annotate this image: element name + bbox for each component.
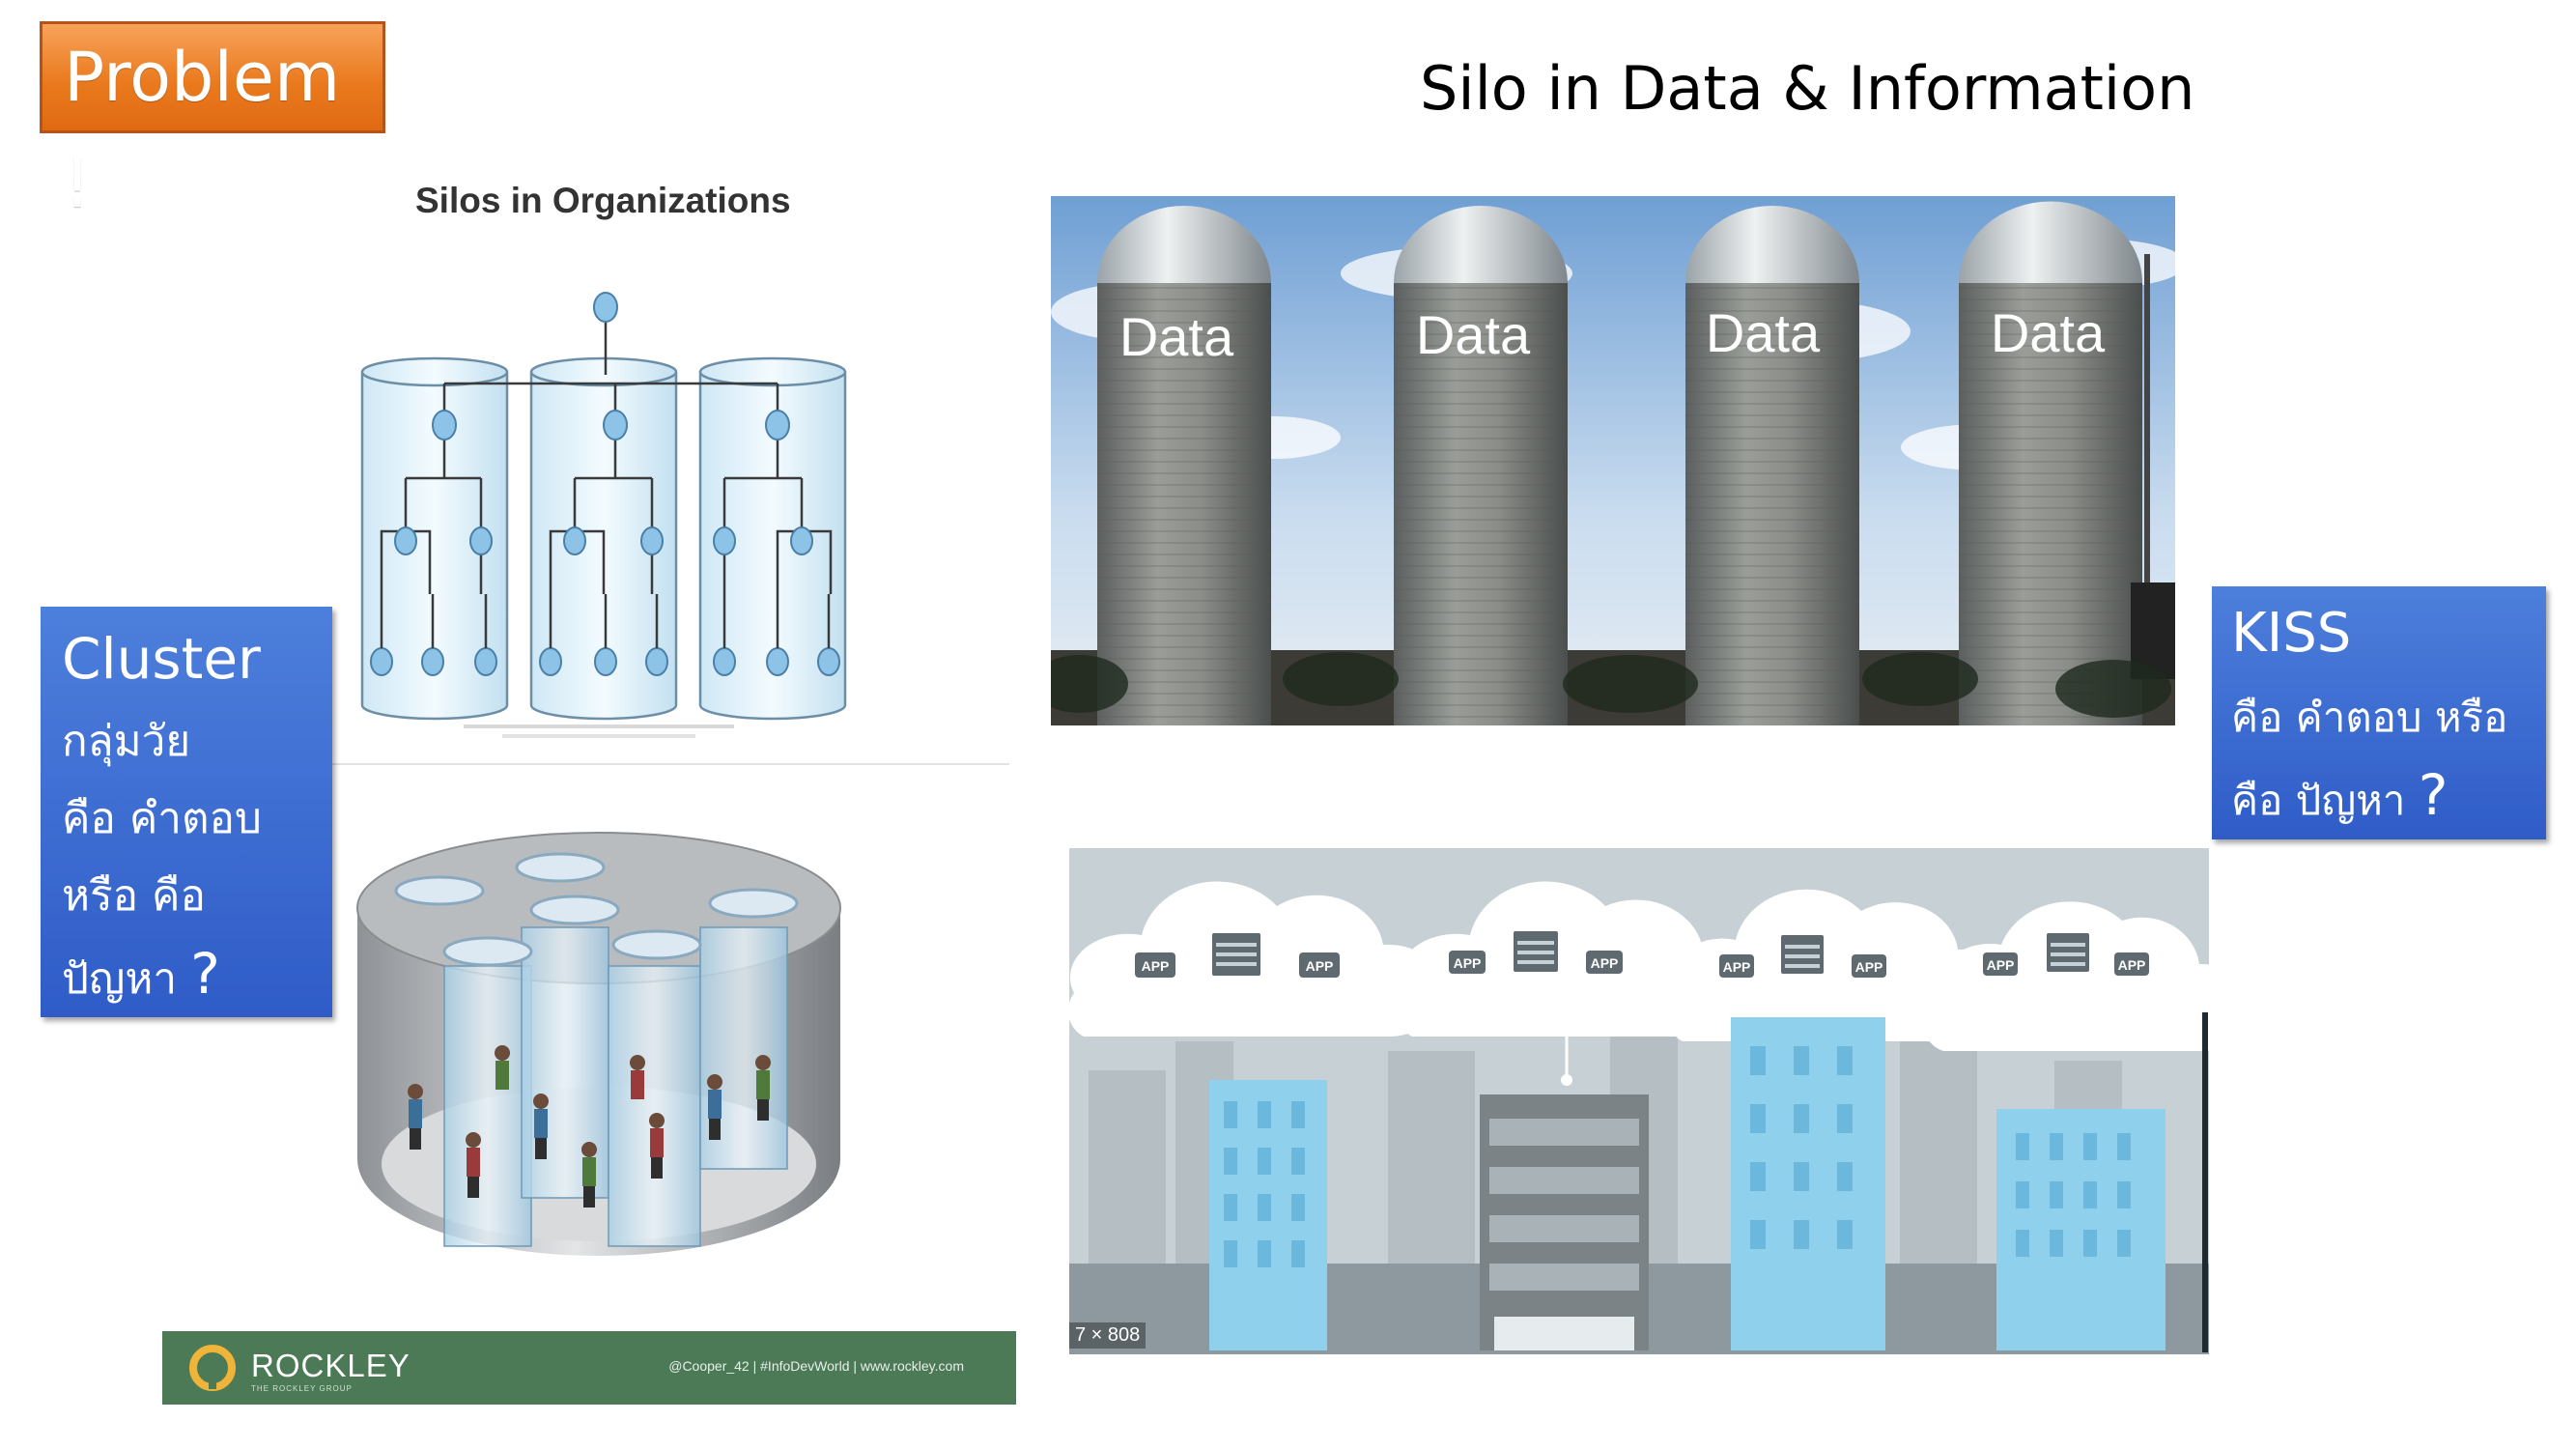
org-chart-cylinders	[360, 292, 847, 738]
app-label: APP	[1142, 958, 1170, 974]
app-label: APP	[2118, 957, 2146, 973]
data-silos-photo: Data Data Data Data	[1051, 196, 2175, 725]
kiss-line: คือ คำตอบ หรือ	[2231, 694, 2508, 741]
app-label: APP	[1306, 958, 1334, 974]
cluster-line: ปัญหา ?	[62, 935, 332, 1018]
people-figures	[408, 1045, 771, 1208]
cluster-callout: Cluster กลุ่มวัย คือ คำตอบ หรือ คือ ปัญห…	[41, 607, 332, 1017]
cluster-line: กลุ่มวัย	[62, 717, 191, 766]
cluster-line: คือ คำตอบ	[62, 794, 262, 843]
cluster-line: หรือ คือ	[62, 871, 206, 921]
city-image-edge	[2202, 1012, 2208, 1352]
cluster-line-text: ปัญหา	[62, 954, 178, 1004]
rockley-banner: ROCKLEY THE ROCKLEY GROUP @Cooper_42 | #…	[162, 1331, 1016, 1405]
kiss-line-text: คือ ปัญหา	[2231, 777, 2406, 824]
people-in-silos-illustration	[348, 831, 850, 1294]
cluster-title: Cluster	[62, 626, 261, 692]
kiss-title: KISS	[2231, 602, 2352, 665]
problem-badge: Problem !	[40, 21, 385, 223]
question-mark: ?	[2418, 762, 2449, 828]
rockley-subtitle: THE ROCKLEY GROUP	[251, 1384, 353, 1393]
rockley-name: ROCKLEY	[251, 1348, 410, 1383]
app-label: APP	[1591, 955, 1619, 971]
kiss-callout: KISS คือ คำตอบ หรือ คือ ปัญหา ?	[2212, 586, 2546, 839]
silo-label: Data	[1119, 306, 1234, 367]
slide-title: Silo in Data & Information	[1420, 53, 2195, 124]
silos-illustration: Data Data Data Data	[1051, 196, 2175, 725]
city-scene: APP APP APP APP APP APP APP APP	[1069, 848, 2209, 1354]
silos-in-organizations-image: Silos in Organizations	[328, 159, 1009, 765]
silo-label: Data	[1991, 302, 2106, 363]
app-label: APP	[1454, 955, 1482, 971]
app-label: APP	[1855, 959, 1883, 975]
image-size-label: 7 × 808	[1069, 1322, 1146, 1349]
server-lines	[1216, 941, 2085, 968]
silo-label: Data	[1706, 302, 1821, 363]
cylinder-illustration	[356, 832, 841, 1256]
silo-label: Data	[1416, 304, 1531, 365]
question-mark: ?	[190, 941, 220, 1007]
kiss-line: คือ ปัญหา ?	[2231, 756, 2546, 839]
cloud-city-illustration: APP APP APP APP APP APP APP APP	[1069, 848, 2209, 1354]
app-label: APP	[1987, 957, 2015, 973]
silos-org-title: Silos in Organizations	[415, 181, 791, 220]
rockley-credit: @Cooper_42 | #InfoDevWorld | www.rockley…	[668, 1358, 964, 1374]
app-label: APP	[1723, 959, 1751, 975]
silo-towers	[1097, 201, 2175, 725]
rockley-logo-icon	[189, 1345, 236, 1391]
